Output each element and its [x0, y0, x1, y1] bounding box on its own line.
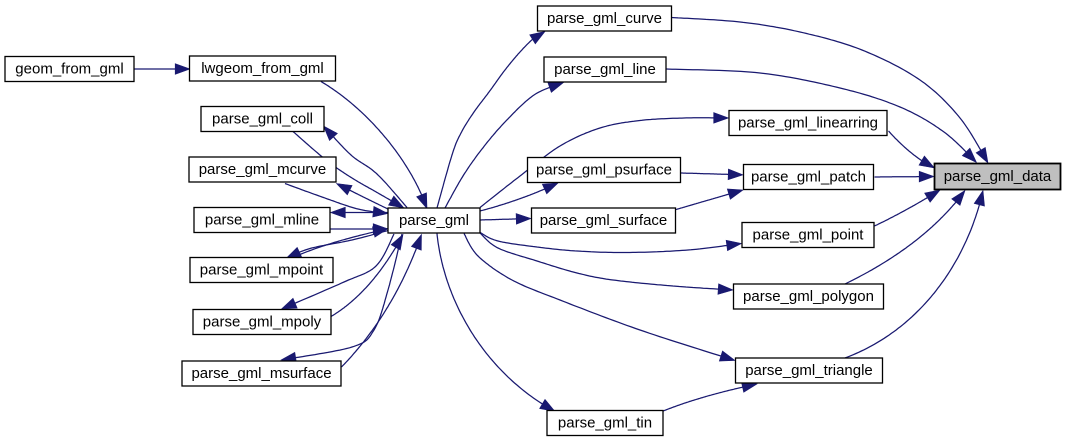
svg-text:parse_gml_triangle: parse_gml_triangle — [745, 362, 873, 379]
svg-text:parse_gml_mcurve: parse_gml_mcurve — [199, 161, 327, 178]
svg-text:lwgeom_from_gml: lwgeom_from_gml — [201, 60, 324, 77]
svg-text:parse_gml_msurface: parse_gml_msurface — [191, 365, 331, 382]
svg-text:parse_gml_curve: parse_gml_curve — [547, 10, 662, 27]
svg-text:parse_gml_psurface: parse_gml_psurface — [536, 162, 672, 179]
svg-text:parse_gml_tin: parse_gml_tin — [558, 415, 652, 432]
svg-text:parse_gml_mpoly: parse_gml_mpoly — [203, 314, 322, 331]
svg-text:parse_gml_mline: parse_gml_mline — [205, 212, 319, 229]
svg-text:parse_gml_linearring: parse_gml_linearring — [738, 115, 878, 132]
svg-text:parse_gml_coll: parse_gml_coll — [212, 111, 313, 128]
svg-text:geom_from_gml: geom_from_gml — [15, 61, 123, 78]
svg-text:parse_gml_data: parse_gml_data — [944, 168, 1052, 185]
svg-text:parse_gml_point: parse_gml_point — [753, 227, 865, 244]
svg-text:parse_gml_mpoint: parse_gml_mpoint — [200, 262, 324, 279]
svg-text:parse_gml_polygon: parse_gml_polygon — [743, 288, 874, 305]
svg-text:parse_gml_line: parse_gml_line — [554, 61, 656, 78]
svg-text:parse_gml_surface: parse_gml_surface — [540, 212, 668, 229]
svg-text:parse_gml: parse_gml — [399, 212, 469, 229]
svg-text:parse_gml_patch: parse_gml_patch — [751, 169, 866, 186]
